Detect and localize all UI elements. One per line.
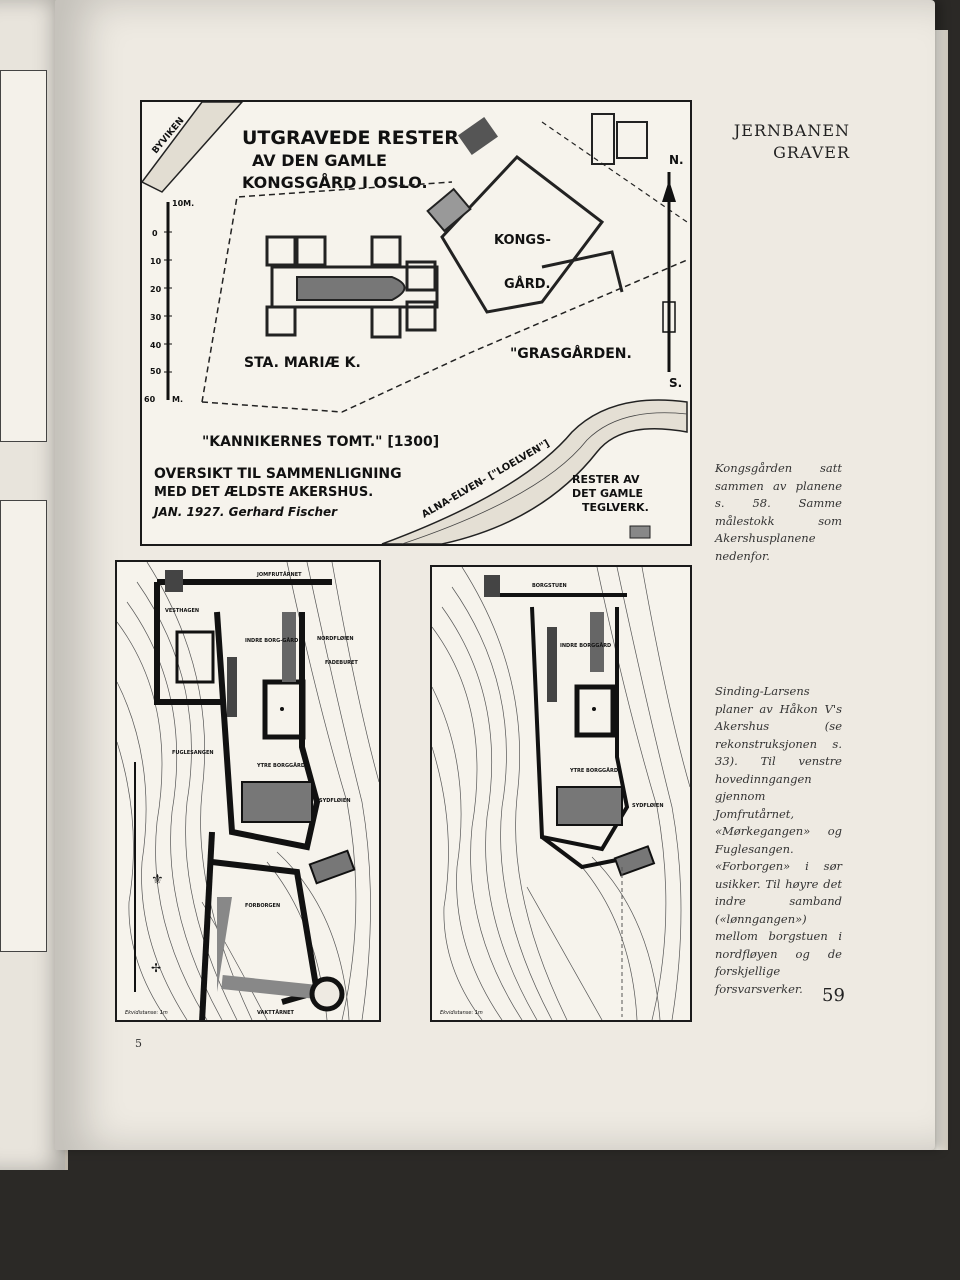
compass-icon: ✢: [151, 961, 161, 975]
label-signature: JAN. 1927. Gerhard Fischer: [152, 505, 338, 519]
scale-label: 0: [152, 229, 158, 238]
label-indre-borggard: INDRE BORGGÅRD: [560, 642, 611, 649]
kongsgard-map: BYVIKEN UTGRAVEDE RESTER AV DEN GAMLE KO…: [140, 100, 692, 546]
label-nordfloien: NORDFLØIEN: [317, 635, 354, 642]
scale-label: 10M.: [172, 199, 194, 208]
akershus-plan-right-drawing: BORGSTUEN INDRE BORGGÅRD YTRE BORGGÅRD S…: [431, 566, 691, 1021]
label-rester: RESTER AV: [572, 473, 640, 486]
label-sydfloien: SYDFLØIEN: [632, 802, 664, 809]
running-head-line: GRAVER: [773, 143, 850, 162]
page-number: 59: [822, 985, 845, 1006]
label-oversikt: MED DET ÆLDSTE AKERSHUS.: [154, 485, 373, 500]
caption-kongsgarden: Kongsgården satt sammen av planene s. 58…: [715, 461, 842, 563]
scale-label: 10: [150, 257, 162, 266]
fleur-de-lis-icon: ⚜: [151, 872, 164, 888]
running-head: JERNBANEN GRAVER: [700, 120, 850, 164]
label-sta-mariae: STA. MARIÆ K.: [244, 355, 361, 371]
label-fuglesangen: FUGLESANGEN: [172, 750, 214, 756]
kongsgard-map-drawing: BYVIKEN UTGRAVEDE RESTER AV DEN GAMLE KO…: [140, 101, 688, 545]
label-equidistance: Ekvidistanse: 1m: [125, 1010, 168, 1016]
running-head-line: JERNBANEN: [733, 121, 850, 140]
label-fadeburet: FADEBURET: [325, 660, 358, 666]
map-title-line: KONGSGÅRD I OSLO.: [242, 173, 428, 192]
label-jomfrutarnet: JOMFRUTÅRNET: [256, 571, 302, 578]
akershus-plan-left: JOMFRUTÅRNET VESTHAGEN INDRE BORG-GÅRD N…: [115, 560, 381, 1023]
label-forborgen: FORBORGEN: [245, 903, 280, 909]
label-kongsgard: KONGS-: [494, 233, 551, 248]
scale-label: 20: [150, 285, 162, 294]
label-grasgarden: "GRASGÅRDEN.: [510, 345, 632, 362]
scale-label: 30: [150, 313, 162, 322]
label-rester: TEGLVERK.: [582, 501, 649, 514]
label-north: N.: [669, 153, 684, 167]
label-vesthagen: VESTHAGEN: [165, 608, 199, 614]
caption-sinding-larsen: Sinding-Larsens planer av Håkon V's Aker…: [715, 684, 842, 996]
label-kongsgard: GÅRD.: [504, 276, 550, 292]
label-oversikt: OVERSIKT TIL SAMMENLIGNING: [154, 466, 402, 482]
label-south: S.: [669, 376, 682, 390]
label-sydfloien: SYDFLØIEN: [319, 797, 351, 804]
label-indre-borggard: INDRE BORG-GÅRD: [245, 637, 298, 644]
scale-label: 60: [144, 395, 156, 404]
label-ytre-borggard: YTRE BORGGÅRD: [256, 762, 305, 769]
akershus-plan-right: BORGSTUEN INDRE BORGGÅRD YTRE BORGGÅRD S…: [430, 565, 692, 1022]
label-rester: DET GAMLE: [572, 487, 643, 500]
left-page-figure-fragment: [0, 70, 47, 442]
label-vakttarnet: VAKTTÅRNET: [257, 1009, 295, 1016]
scale-label: M.: [172, 395, 183, 404]
map-title-line: AV DEN GAMLE: [252, 151, 387, 170]
label-borgstuen: BORGSTUEN: [532, 583, 567, 589]
label-equidistance: Ekvidistanse: 1m: [440, 1010, 483, 1016]
map-title-line: UTGRAVEDE RESTER: [242, 127, 459, 149]
scale-label: 50: [150, 367, 162, 376]
label-kannikernes: "KANNIKERNES TOMT." [1300]: [202, 434, 439, 450]
akershus-plan-left-drawing: JOMFRUTÅRNET VESTHAGEN INDRE BORG-GÅRD N…: [116, 561, 380, 1023]
label-ytre-borggard: YTRE BORGGÅRD: [569, 767, 618, 774]
left-page-figure-fragment: [0, 500, 47, 952]
page-number-left: 5: [135, 1037, 142, 1050]
scale-label: 40: [150, 341, 162, 350]
